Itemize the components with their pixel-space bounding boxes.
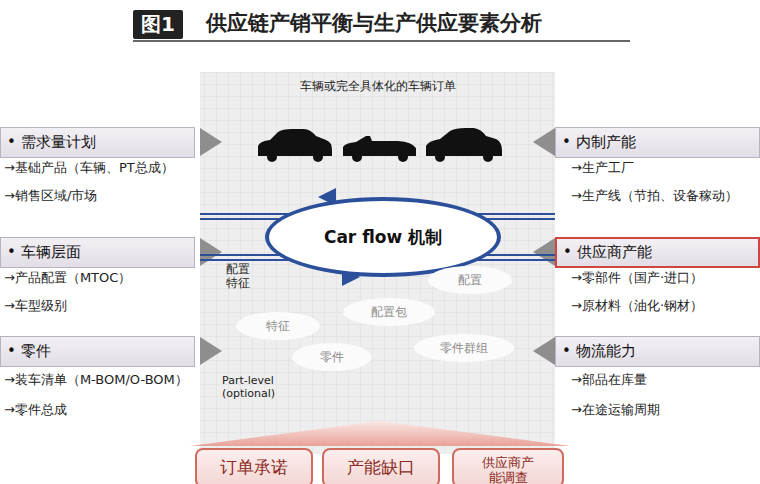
item-text: →零部件（国产·进口） [571, 269, 703, 287]
node-text: 供应商产能调查 [482, 456, 534, 484]
arrow-triangle [533, 238, 555, 266]
node-text: • 零件 [7, 342, 51, 361]
arrow-triangle [200, 337, 222, 365]
label-box: • 零件 [0, 336, 195, 367]
item-text: →基础产品（车辆、PT总成） [4, 159, 174, 177]
label-box: 产能缺口 [322, 448, 440, 484]
item-text: →原材料（油化·钢材） [571, 297, 703, 315]
node-text: 订单承诺 [220, 456, 288, 479]
arrow-triangle [200, 238, 222, 266]
ellipse-node: 特征 [236, 312, 320, 340]
node-text: 配置 [458, 272, 482, 289]
ellipse-node: Car flow 机制 [265, 197, 501, 277]
item-text: →在途运输周期 [571, 401, 660, 419]
label-box: 供应商产能调查 [452, 448, 564, 484]
label-box: 订单承诺 [195, 448, 313, 484]
label-box: • 供应商产能 [555, 237, 760, 268]
item-text: →部品在库量 [571, 371, 647, 389]
node-text: • 供应商产能 [563, 243, 652, 262]
label-box: • 需求量计划 [0, 127, 195, 158]
item-text: →车型级别 [4, 297, 67, 315]
node-text: 配置包 [371, 304, 407, 321]
node-text: • 需求量计划 [7, 133, 96, 152]
ellipse-node: 配置包 [343, 298, 435, 326]
arrow-triangle [200, 128, 222, 156]
ellipse-node: 配置 [428, 266, 512, 294]
node-text: 零件 [320, 349, 344, 366]
node-text: • 物流能力 [562, 342, 636, 361]
figure-badge: 图1 [133, 10, 183, 39]
item-text: Part-level (optional) [222, 374, 302, 400]
label-box: • 车辆层面 [0, 237, 195, 268]
center-ground [200, 72, 555, 454]
item-text: →产品配置（MTOC） [4, 269, 131, 287]
item-text: 配置 特征 [226, 262, 254, 291]
label-box: • 物流能力 [555, 336, 760, 367]
node-text: 车辆或完全具体化的车辆订单 [200, 78, 555, 95]
arrow-triangle [533, 128, 555, 156]
node-text: 产能缺口 [347, 456, 415, 479]
ellipse-node: 零件 [292, 343, 372, 371]
item-text: →生产线（节拍、设备稼动） [571, 187, 738, 205]
node-text: Car flow 机制 [324, 226, 442, 249]
item-text: →零件总成 [4, 401, 67, 419]
node-text: 特征 [266, 318, 290, 335]
arrow-triangle [533, 337, 555, 365]
label-box: • 内制产能 [555, 127, 760, 158]
title-rule [133, 40, 630, 42]
bottom-band [190, 421, 570, 446]
car-icons [258, 128, 502, 162]
ellipse-node: 零件群组 [414, 334, 514, 362]
item-text: →生产工厂 [571, 159, 634, 177]
title: 供应链产销平衡与生产供应要素分析 [206, 9, 542, 37]
node-text: • 车辆层面 [7, 243, 81, 262]
center-grid [200, 72, 555, 454]
node-text: 零件群组 [440, 340, 488, 357]
node-text: • 内制产能 [562, 133, 636, 152]
item-text: →销售区域/市场 [4, 187, 97, 205]
item-text: →装车清单（M-BOM/O-BOM） [4, 371, 188, 389]
